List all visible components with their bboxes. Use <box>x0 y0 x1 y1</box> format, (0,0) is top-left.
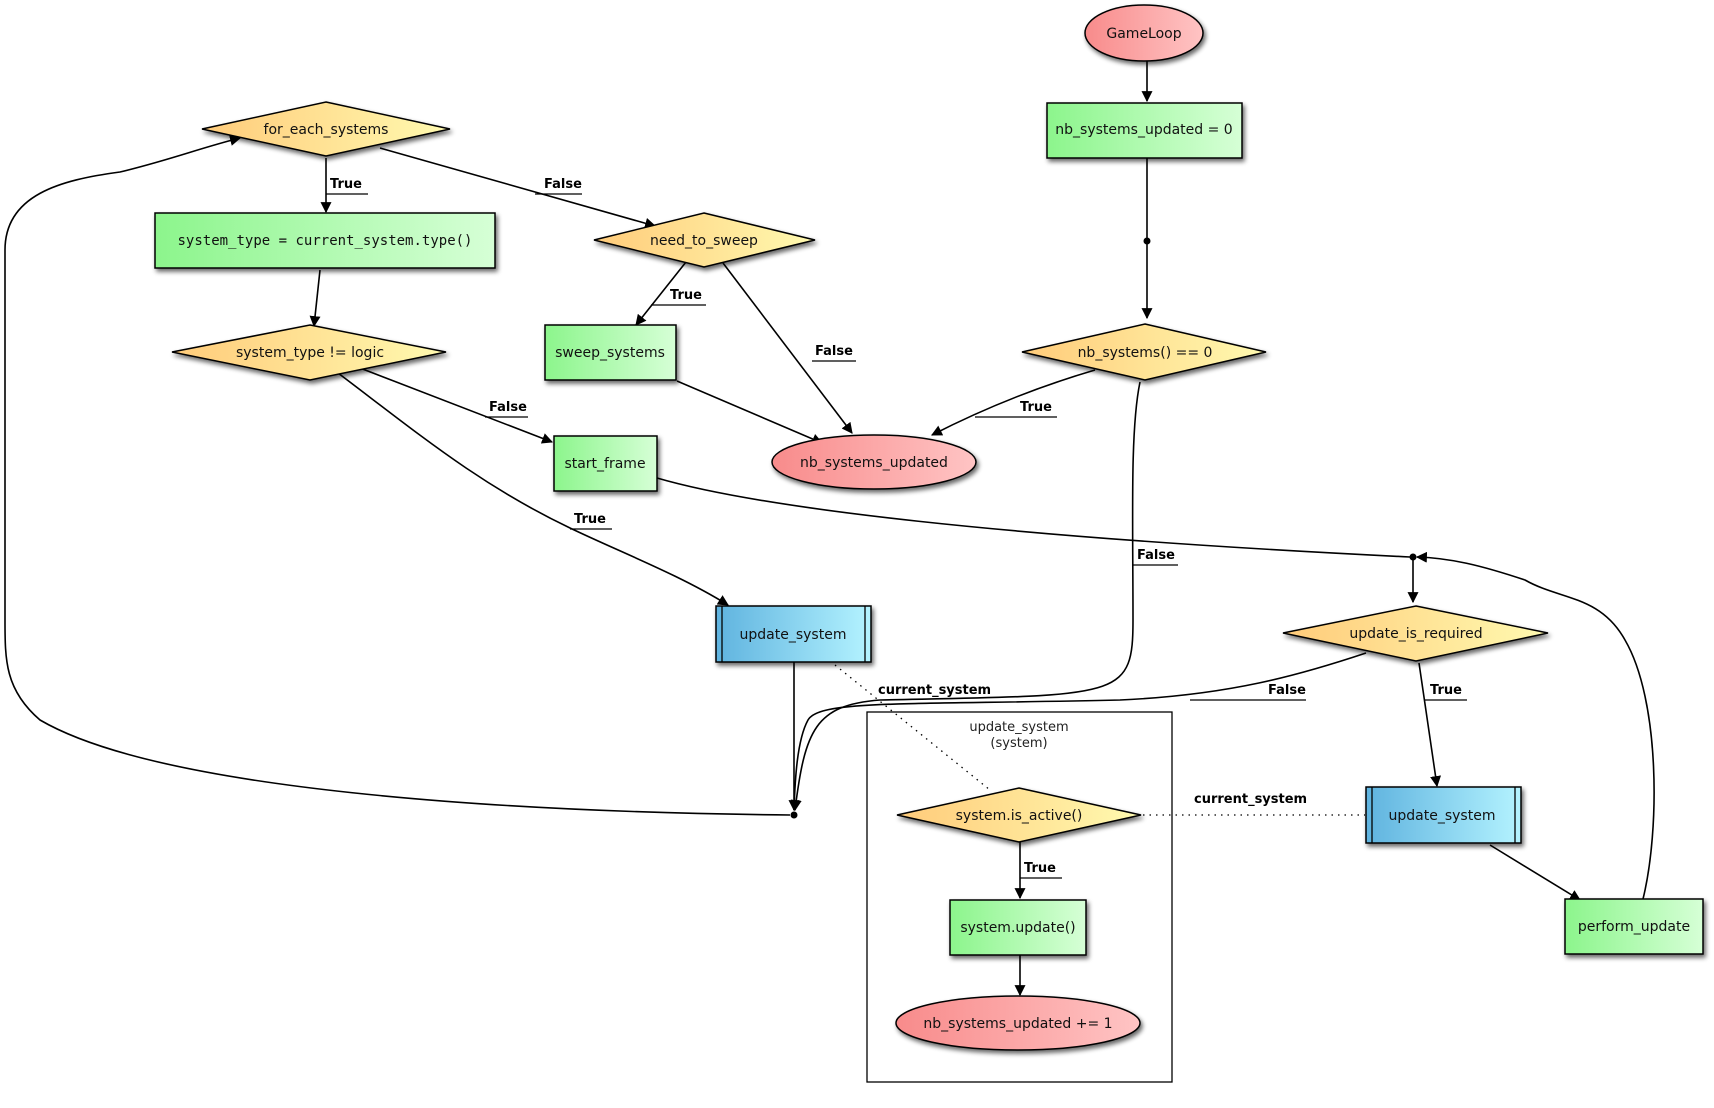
node-end-result-label: nb_systems_updated <box>800 455 948 471</box>
edge-check-false <box>790 381 1141 812</box>
cluster-title: update_system <box>969 720 1068 735</box>
node-update-is-required-label: update_is_required <box>1349 626 1482 642</box>
cluster-subtitle: (system) <box>990 736 1047 751</box>
node-for-each[interactable] <box>201 101 451 157</box>
node-update-system-a[interactable] <box>715 605 872 663</box>
label-check-false: False <box>1137 548 1175 563</box>
edge-type-false <box>359 367 554 444</box>
label-check-true: True <box>1020 400 1052 415</box>
edge-sweep-false <box>722 262 853 434</box>
node-start-frame[interactable] <box>553 435 658 492</box>
node-check-count-label: nb_systems() == 0 <box>1078 345 1213 361</box>
node-system-update[interactable] <box>949 899 1087 956</box>
label-required-false: False <box>1268 683 1306 698</box>
node-increment-label: nb_systems_updated += 1 <box>923 1016 1112 1032</box>
node-update-system-b-label: update_system <box>1389 808 1496 824</box>
edge-sweep-result <box>676 380 824 445</box>
edge-update-perform <box>1489 844 1581 901</box>
node-check-count[interactable] <box>1021 323 1267 381</box>
node-update-is-required[interactable] <box>1282 605 1549 662</box>
node-need-to-sweep[interactable] <box>593 212 816 268</box>
update-system-cluster: update_system (system) <box>866 711 1173 1083</box>
junction-top <box>1143 237 1151 245</box>
edge-loop-foreach <box>4 135 791 816</box>
label-sweep-true: True <box>670 288 702 303</box>
node-need-to-sweep-label: need_to_sweep <box>650 233 758 249</box>
node-increment[interactable] <box>895 995 1141 1051</box>
node-gameloop-label: GameLoop <box>1106 26 1181 42</box>
label-current-system-a: current_system <box>878 683 991 698</box>
node-system-update-label: system.update() <box>960 920 1075 936</box>
edge-check-true <box>931 369 1096 436</box>
label-current-system-b: current_system <box>1194 792 1307 807</box>
node-init-counter[interactable] <box>1046 102 1243 159</box>
edge-required-true <box>1418 662 1442 788</box>
edge-foreach-false <box>379 147 657 229</box>
node-perform-update-label: perform_update <box>1578 919 1690 935</box>
node-system-type-check-label: system_type != logic <box>236 345 384 361</box>
node-system-type-assign[interactable] <box>154 212 496 269</box>
edge-required-false <box>793 652 1367 811</box>
label-foreach-false: False <box>544 177 582 192</box>
node-is-active[interactable] <box>896 787 1142 843</box>
label-foreach-true: True <box>330 177 362 192</box>
node-perform-update[interactable] <box>1564 898 1704 955</box>
node-init-counter-label: nb_systems_updated = 0 <box>1055 122 1232 138</box>
node-system-type-check[interactable] <box>171 324 447 381</box>
label-active-true: True <box>1024 861 1056 876</box>
edge-type-true <box>337 372 729 606</box>
node-end-result[interactable] <box>771 434 977 490</box>
edge-dotted-a <box>834 664 991 791</box>
label-type-false: False <box>489 400 527 415</box>
node-update-system-b[interactable] <box>1365 786 1522 844</box>
node-start-frame-label: start_frame <box>564 456 645 472</box>
label-sweep-false: False <box>815 344 853 359</box>
edge-assign-check <box>309 269 321 328</box>
label-required-true: True <box>1430 683 1462 698</box>
node-is-active-label: system.is_active() <box>956 808 1083 824</box>
edges <box>4 61 1655 997</box>
node-sweep-systems-label: sweep_systems <box>555 345 665 361</box>
label-type-true: True <box>574 512 606 527</box>
edge-startframe-junction <box>656 477 1411 558</box>
edge-perform-junction <box>1415 551 1655 900</box>
junction-bottom <box>790 811 798 819</box>
edge-sweep-true <box>635 261 687 326</box>
node-update-system-a-label: update_system <box>740 627 847 643</box>
node-sweep-systems[interactable] <box>544 324 677 381</box>
node-gameloop[interactable] <box>1084 4 1204 62</box>
edge-labels: True False True False True False True Fa… <box>326 177 1467 879</box>
node-for-each-label: for_each_systems <box>264 122 389 138</box>
node-system-type-assign-label: system_type = current_system.type() <box>177 233 472 249</box>
